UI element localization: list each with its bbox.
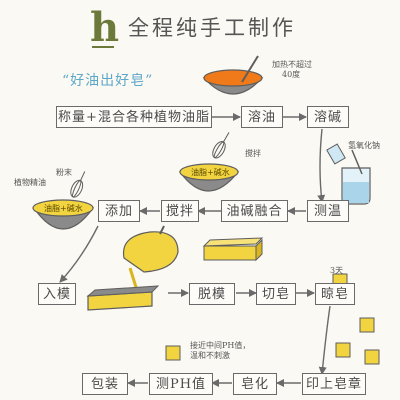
powder-note: 粉末 [56,168,72,177]
step-stir: 搅拌 [161,200,199,222]
heat-note: 加热不超过 40度 [272,60,312,80]
lye-beaker-icon [341,149,371,205]
step-cut: 切皂 [256,283,296,305]
soap-cube-icons [165,273,380,365]
step-mold: 入模 [38,283,76,305]
pouring-pot-icon [122,225,179,301]
essential-oil-note: 植物精油 [14,178,46,187]
step-test-ph: 测PH值 [149,373,213,395]
orange-oil-bowl-icon [202,55,264,95]
heat-note-line-1: 加热不超过 [272,60,312,69]
step-weigh: 称量+混合各种植物油脂 [56,106,212,128]
step-melt-oil: 溶油 [241,106,283,128]
stir-note: 搅拌 [245,149,261,158]
step-stamp: 印上皂章 [302,373,366,395]
heat-note-line-2: 40度 [282,70,301,79]
step-melt-lye: 溶碱 [307,106,349,128]
mixing-bowl-icon [178,132,240,192]
ph-note-line-1: 接近中间PH值， [190,341,251,350]
bowl-label-2: 油脂+碱水 [44,204,83,213]
ph-note-line-2: 温和不刺激 [190,351,230,360]
step-saponify: 皂化 [233,373,277,395]
page-title: 全程纯手工制作 [128,16,296,40]
mixing-bowl-with-additives-icon [32,171,95,230]
days-note: 3天 [330,266,344,275]
step-blend: 油碱融合 [221,200,288,222]
soap-mold-icon [86,285,160,311]
step-cure: 晾皂 [315,283,355,305]
step-pack: 包装 [82,373,128,395]
flow-arrows [59,113,331,387]
bowl-label-1: 油脂+碱水 [191,168,230,177]
ph-note: 接近中间PH值， 温和不刺激 [190,341,250,361]
lye-bottle-icon [326,143,346,165]
slogan: “好油出好皂” [62,73,154,89]
arrow-lye-to-temp [317,128,326,203]
arrow-cure-to-stamp [318,305,331,375]
lye-note: 氢氧化钠 [348,141,380,150]
logo-underline [92,46,114,48]
step-unmold: 脱模 [189,283,235,305]
oil-powder-note: 粉末 植物精油 [14,168,72,188]
brand-logo: h [90,4,120,51]
step-add: 添加 [98,200,140,222]
arrow-add-to-mold [59,225,99,283]
step-measure-temp: 测温 [307,200,349,222]
soap-loaf-icon [202,237,264,262]
